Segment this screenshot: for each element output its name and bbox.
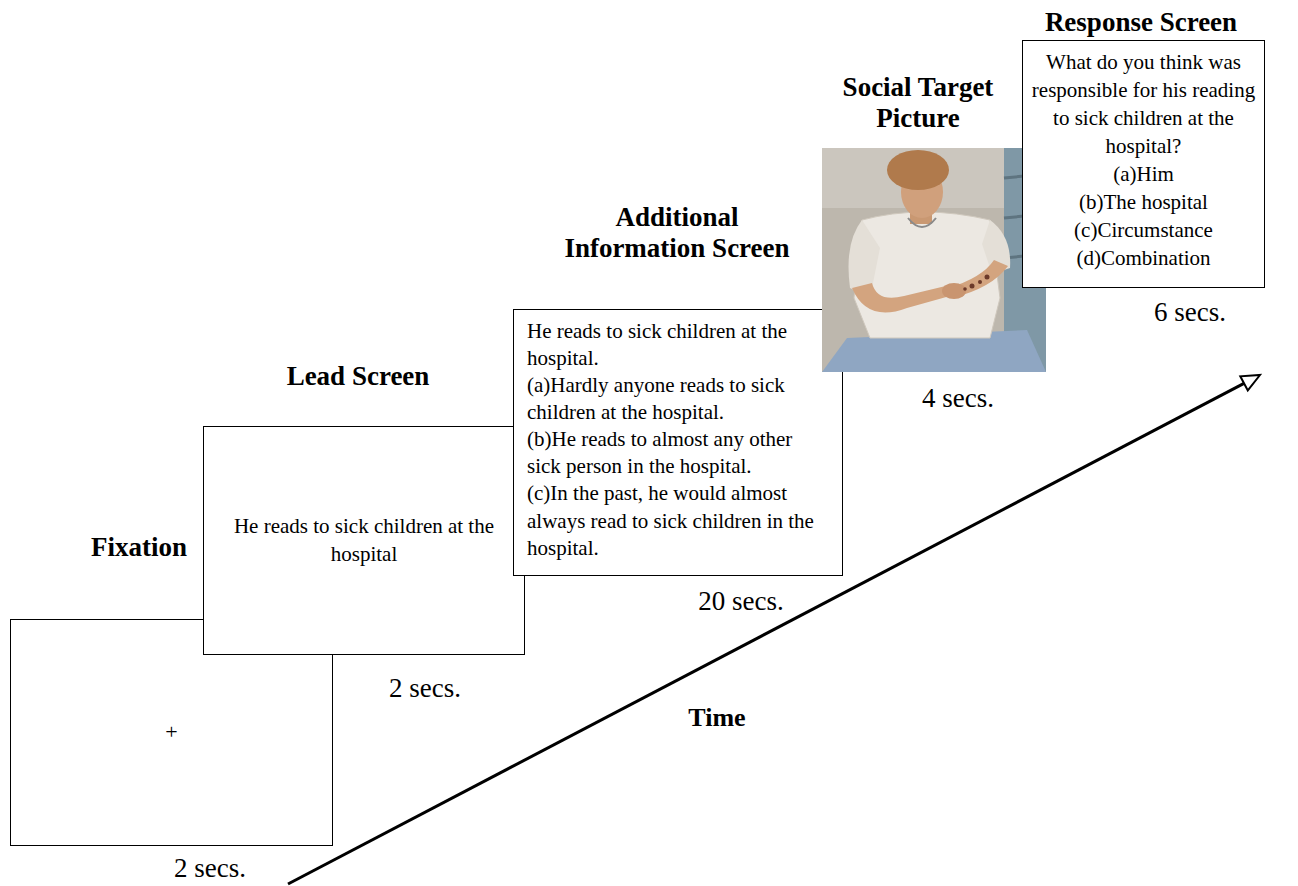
screen-text: (a)Hardly anyone reads to sick children … bbox=[527, 372, 828, 426]
screen-text: (b)The hospital bbox=[1030, 189, 1257, 217]
screen-heading: Fixation bbox=[54, 532, 224, 563]
screen-text: (a)Him bbox=[1030, 161, 1257, 189]
axis-label: Time bbox=[688, 705, 745, 731]
duration-label: 2 secs. bbox=[174, 855, 246, 882]
screen-text: (b)He reads to almost any other sick per… bbox=[527, 426, 828, 480]
screen-box: Lead ScreenHe reads to sick children at … bbox=[203, 426, 525, 655]
screen-body: + bbox=[11, 714, 332, 751]
screen-text: What do you think was responsible for hi… bbox=[1030, 49, 1257, 161]
screen-heading: Lead Screen bbox=[233, 361, 483, 392]
screen-text: + bbox=[19, 718, 324, 747]
duration-label: 20 secs. bbox=[698, 588, 783, 615]
screen-text: He reads to sick children at the hospita… bbox=[228, 513, 500, 568]
duration-label: 6 secs. bbox=[1154, 299, 1226, 326]
picture-frame: Social Target Picture bbox=[822, 148, 1046, 372]
screen-body: He reads to sick children at the hospita… bbox=[218, 505, 510, 576]
screen-text: (d)Combination bbox=[1030, 245, 1257, 273]
screen-text: (c)In the past, he would almost always r… bbox=[527, 480, 828, 561]
time-arrow-head bbox=[1240, 375, 1260, 390]
screen-box: Additional Information ScreenHe reads to… bbox=[513, 309, 843, 576]
screen-heading: Social Target Picture bbox=[828, 72, 1008, 134]
duration-label: 2 secs. bbox=[389, 675, 461, 702]
duration-label: 4 secs. bbox=[922, 385, 994, 412]
screen-body: He reads to sick children at the hospita… bbox=[514, 310, 842, 570]
screen-box: Response ScreenWhat do you think was res… bbox=[1022, 40, 1265, 288]
screen-heading: Additional Information Screen bbox=[552, 202, 802, 264]
screen-body: What do you think was responsible for hi… bbox=[1023, 41, 1264, 281]
screen-text: He reads to sick children at the hospita… bbox=[527, 318, 828, 372]
photo-illustration bbox=[822, 148, 1046, 372]
screen-text: (c)Circumstance bbox=[1030, 217, 1257, 245]
screen-heading: Response Screen bbox=[1021, 7, 1261, 38]
